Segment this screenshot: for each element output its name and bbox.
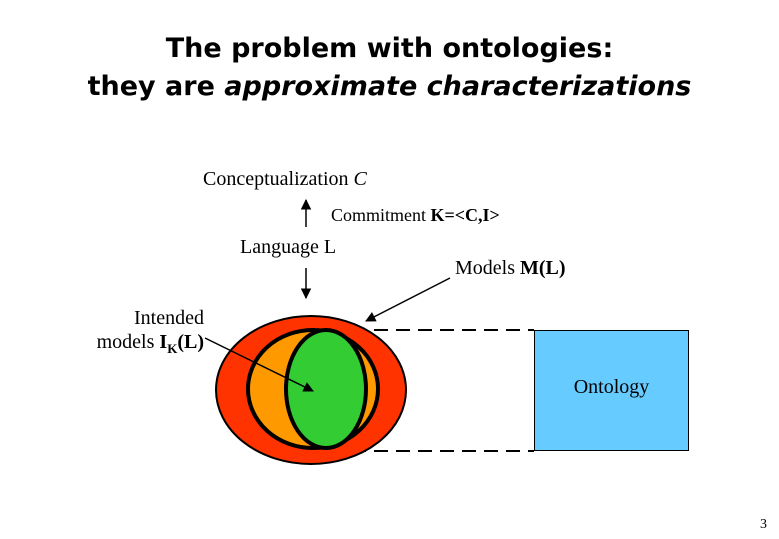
conceptualization-text: Conceptualization [203,168,349,190]
conceptualization-symbol: C [353,168,367,190]
models-text: Models [455,257,515,279]
title-line-1: The problem with ontologies: [165,33,614,64]
title-line-2-prefix: they are [87,71,225,102]
models-label: Models M(L) [455,256,566,280]
title-emphasis: approximate characterizations [224,71,692,102]
slide-title: The problem with ontologies: they are ap… [0,30,779,106]
intended-models-ellipse [284,328,368,450]
language-label: Language L [240,236,337,258]
intended-prefix: models [96,331,160,353]
intended-symbol: I [159,331,168,353]
intended-suffix: (L) [177,331,204,353]
commitment-label: Commitment K=<C,I> [331,203,500,227]
conceptualization-label: Conceptualization C [203,167,367,191]
ontology-box: Ontology [534,330,689,451]
intended-line-1: Intended [134,307,204,329]
commitment-text: Commitment [331,205,427,225]
title-line-2: they are approximate characterizations [0,68,779,106]
intended-line-2: models IK(L) [64,330,204,361]
intended-models-label: Intended models IK(L) [64,306,204,361]
ontology-label: Ontology [573,376,650,398]
models-arrow [365,277,451,322]
models-expression: M(L) [520,257,566,279]
commitment-expression: K=<C,I> [430,205,500,225]
page-number: 3 [760,517,767,532]
intended-subscript: K [167,341,178,356]
intended-arrow [204,337,314,392]
